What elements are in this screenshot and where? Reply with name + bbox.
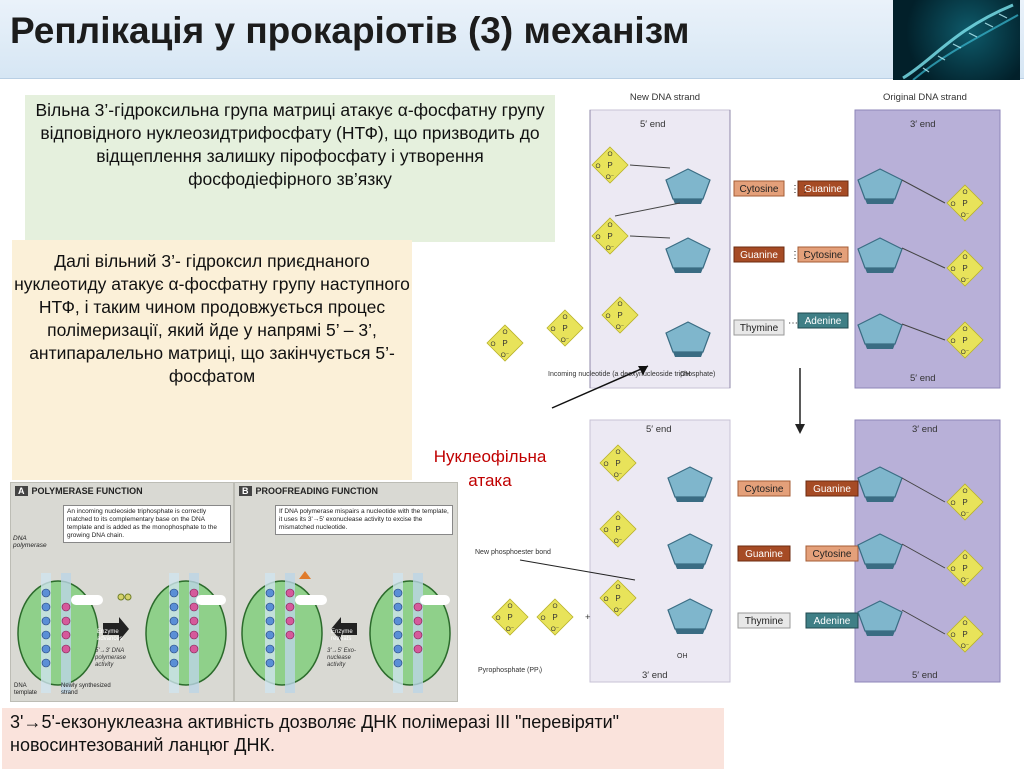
panel-b-title: PROOFREADING FUNCTION bbox=[255, 486, 379, 496]
base-guanine-bottom2 bbox=[737, 545, 791, 562]
new-phosphoester-bond-label: New phosphoester bond bbox=[475, 549, 551, 556]
new-strand-5end-bottom: 5′ end bbox=[646, 424, 672, 435]
panel-a-activity-label: 5'→3' DNA polymerase activity bbox=[95, 648, 127, 668]
svg-text:Guanine: Guanine bbox=[813, 484, 851, 495]
svg-text:⋮⋮: ⋮⋮ bbox=[790, 250, 810, 261]
svg-text:Guanine: Guanine bbox=[745, 549, 783, 560]
panel-a-badge: A bbox=[15, 486, 28, 496]
nucleophilic-attack-label: Нуклеофільна атака bbox=[433, 447, 547, 490]
panel-a-enzyme-label: Enzyme advances bbox=[97, 629, 123, 642]
original-strand-label: Original DNA strand bbox=[883, 92, 967, 103]
base-cytosine-top bbox=[733, 180, 785, 197]
base-thymine-top bbox=[733, 319, 785, 336]
original-strand-3end-top: 3′ end bbox=[910, 119, 936, 130]
base-guanine-mid bbox=[733, 246, 785, 263]
base-cytosine-mid bbox=[797, 246, 849, 263]
base-cytosine-bottom bbox=[737, 480, 791, 497]
text-box-polymerization: Далі вільний 3’- гідроксил приєднаного н… bbox=[12, 240, 412, 480]
original-strand-5end-bottom2: 5′ end bbox=[912, 670, 938, 681]
svg-text:⋯: ⋯ bbox=[788, 318, 798, 329]
new-strand-label: New DNA strand bbox=[630, 92, 700, 103]
panel-b-illustration bbox=[241, 571, 451, 693]
panel-a-newstrand-label: Newly synthesized strand bbox=[61, 683, 111, 696]
incoming-nucleotide-label: Incoming nucleotide (a deoxynucleoside t… bbox=[548, 371, 715, 378]
panel-b-badge: B bbox=[239, 486, 252, 496]
base-cytosine-bottom2 bbox=[805, 545, 859, 562]
plus-sign: + bbox=[585, 612, 591, 623]
dna-helix-icon bbox=[902, 3, 1019, 80]
svg-text:Guanine: Guanine bbox=[740, 250, 778, 261]
panel-a-template-label: DNA template bbox=[14, 683, 38, 696]
panel-a-title: POLYMERASE FUNCTION bbox=[31, 486, 143, 496]
dna-helix-image bbox=[893, 0, 1020, 80]
base-thymine-bottom bbox=[737, 612, 791, 629]
original-strand-3end-bottom: 3′ end bbox=[912, 424, 938, 435]
panel-a-polymerase-label: DNA polymerase bbox=[13, 535, 47, 549]
original-strand-5end-bottom: 5′ end bbox=[910, 373, 936, 384]
new-strand-3end-bottom: 3′ end bbox=[642, 670, 668, 681]
svg-text:Guanine: Guanine bbox=[804, 184, 842, 195]
incoming-oh-label: OH bbox=[680, 371, 691, 378]
pyrophosphate-label: Pyrophosphate (PPᵢ) bbox=[478, 667, 542, 674]
svg-text:Adenine: Adenine bbox=[814, 616, 851, 627]
svg-text:Cytosine: Cytosine bbox=[745, 484, 784, 495]
title-bar: Реплікація у прокаріотів (3) механізм bbox=[0, 0, 1024, 80]
base-adenine-top bbox=[797, 312, 849, 329]
base-guanine-bottom bbox=[805, 480, 859, 497]
bottom-oh-label: OH bbox=[677, 653, 688, 660]
svg-text:Cytosine: Cytosine bbox=[813, 549, 852, 560]
panel-b-activity-label: 3'→5' Exo-nuclease activity bbox=[327, 648, 356, 668]
panel-a-illustration bbox=[17, 573, 227, 693]
footer-exonuclease-text: 3'→5'-екзонуклеазна активність дозволяє … bbox=[2, 708, 724, 769]
panel-b-enzyme-label: Enzyme retreats bbox=[331, 629, 353, 642]
new-strand-5end-top: 5′ end bbox=[640, 119, 666, 130]
svg-text:Thymine: Thymine bbox=[745, 616, 784, 627]
slide-title: Реплікація у прокаріотів (3) механізм bbox=[10, 10, 690, 51]
panel-a-note: An incoming nucleoside triphosphate is c… bbox=[63, 505, 231, 543]
dna-mechanism-diagram: P O O⁻ O New DNA strand Original DNA str… bbox=[475, 92, 1001, 683]
panel-b-note: If DNA polymerase mispairs a nucleotide … bbox=[275, 505, 453, 535]
svg-text:Cytosine: Cytosine bbox=[740, 184, 779, 195]
text-box-nucleophilic-description: Вільна 3’-гідроксильна група матриці ата… bbox=[25, 95, 555, 242]
svg-text:Thymine: Thymine bbox=[740, 323, 779, 334]
base-adenine-bottom bbox=[805, 612, 859, 629]
svg-text:⋮⋮: ⋮⋮ bbox=[790, 184, 810, 195]
svg-text:Adenine: Adenine bbox=[805, 316, 842, 327]
svg-text:Cytosine: Cytosine bbox=[804, 250, 843, 261]
base-guanine-top bbox=[797, 180, 849, 197]
